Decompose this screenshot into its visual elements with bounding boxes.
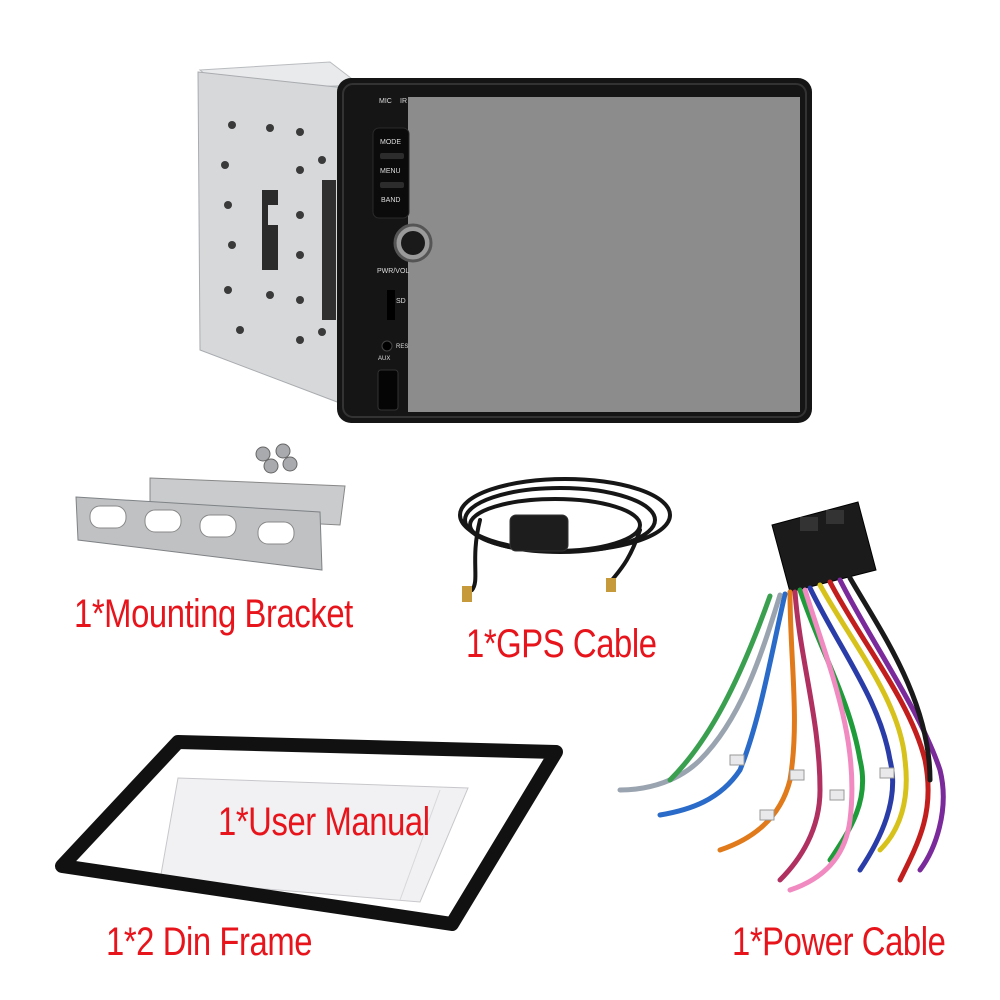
mic-label: MIC <box>379 98 392 105</box>
screen <box>408 97 800 412</box>
din-frame-label: 1*2 Din Frame <box>106 920 313 964</box>
sd-label: SD <box>396 298 406 305</box>
aux-label: AUX <box>378 356 391 362</box>
gps-antenna <box>509 514 569 552</box>
menu-button[interactable]: MENU <box>380 168 401 175</box>
user-manual <box>159 777 469 903</box>
ir-label: IR <box>400 98 407 105</box>
screws <box>255 443 298 474</box>
mode-button[interactable]: MODE <box>380 139 401 146</box>
power-connector <box>771 501 877 593</box>
power-cable-label: 1*Power Cable <box>732 920 946 964</box>
gps-cable-label: 1*GPS Cable <box>466 622 657 666</box>
band-button[interactable]: BAND <box>381 197 401 204</box>
user-manual-label: 1*User Manual <box>218 800 430 844</box>
res-label: RES <box>396 344 409 350</box>
mounting-bracket-label: 1*Mounting Bracket <box>74 592 353 636</box>
pwr-vol-label: PWR/VOL <box>377 268 410 275</box>
